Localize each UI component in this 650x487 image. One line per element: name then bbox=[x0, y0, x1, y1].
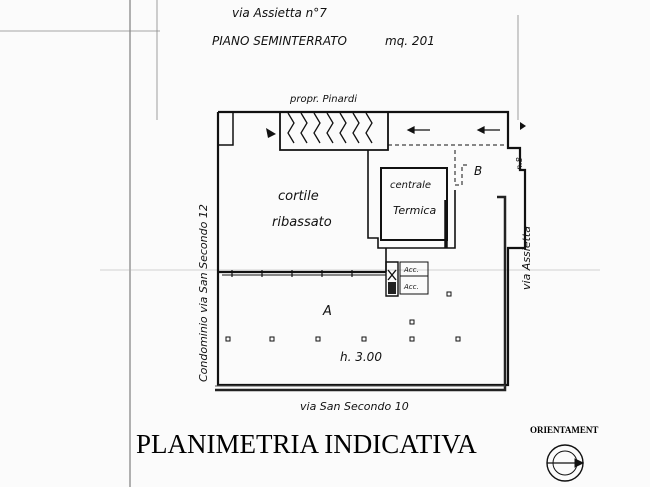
left-street-label: Condominio via San Secondo 12 bbox=[197, 204, 210, 382]
right-street-label: via Assietta bbox=[520, 226, 533, 290]
staircase-treads bbox=[287, 112, 373, 144]
neighbor-label: propr. Pinardi bbox=[289, 94, 357, 105]
orientation-label: ORIENTAMENT bbox=[530, 425, 598, 435]
entry-arrows bbox=[406, 126, 500, 134]
room-b-label: B bbox=[474, 164, 482, 178]
corner-arrow-icon bbox=[520, 122, 526, 130]
acc-room-1-label: Acc. bbox=[403, 266, 419, 274]
acc-room-2-label: Acc. bbox=[403, 283, 419, 291]
left-step-wall bbox=[218, 111, 234, 146]
compass-icon bbox=[546, 444, 585, 482]
room-height-label: h. 3.00 bbox=[340, 350, 382, 364]
courtyard-label-line1: cortile bbox=[278, 189, 319, 204]
bottom-street-label: via San Secondo 10 bbox=[300, 400, 409, 413]
boiler-room-outer bbox=[367, 150, 456, 249]
acc-room-2 bbox=[399, 275, 429, 295]
room-b-partition bbox=[454, 150, 470, 186]
header-floor: PIANO SEMINTERRATO bbox=[212, 34, 347, 48]
boiler-room-label-line1: centrale bbox=[390, 180, 431, 191]
boiler-room-label-line2: Termica bbox=[393, 204, 436, 217]
courtyard-label-line2: ribassato bbox=[272, 215, 332, 230]
window-marks bbox=[231, 270, 353, 277]
staircase-outline bbox=[279, 112, 389, 151]
lift-shaft-fill bbox=[388, 282, 396, 294]
room-a-label: A bbox=[322, 304, 332, 319]
plan-title: PLANIMETRIA INDICATIVA bbox=[136, 429, 477, 459]
outer-wall bbox=[216, 110, 527, 387]
room-a-columns bbox=[225, 291, 461, 342]
header-address: via Assietta n°7 bbox=[232, 6, 327, 20]
stair-arrow-icon bbox=[266, 128, 276, 138]
lift-shaft-marks bbox=[385, 261, 399, 297]
boundary-band bbox=[215, 195, 507, 392]
header-area: mq. 201 bbox=[385, 34, 435, 48]
right-street-number: n.8 bbox=[515, 157, 524, 170]
